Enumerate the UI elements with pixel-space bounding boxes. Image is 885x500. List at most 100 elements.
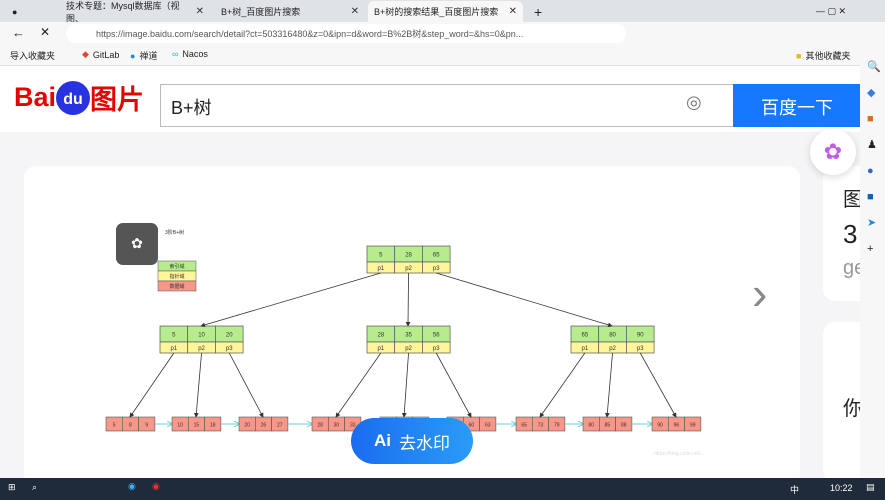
zentao-icon: ● [130, 50, 136, 61]
ai-brain-button[interactable]: ✿ [810, 129, 856, 175]
key-label: 65 [582, 333, 589, 339]
side-text: 图 [843, 189, 860, 211]
side-ai-card[interactable]: 你 [823, 322, 860, 478]
bookmark-import[interactable]: 导入收藏夹 [10, 49, 55, 62]
leaf-value: 65 [521, 423, 527, 429]
ptr-label: p2 [609, 346, 616, 352]
bookmark-label: 其他收藏夹 [805, 51, 851, 61]
key-label: 5 [379, 253, 383, 259]
leaf-cell [479, 416, 497, 432]
side-text: 3 [843, 219, 858, 249]
start-icon[interactable]: ⊞ [8, 482, 16, 492]
ptr-label: p1 [378, 266, 385, 272]
pointer-arrow [405, 272, 411, 327]
bookmark-label: GitLab [92, 49, 120, 60]
bookmark-label: Nacos [182, 49, 208, 59]
pointer-arrow [604, 352, 613, 418]
record-icon[interactable]: ◉ [152, 481, 160, 491]
leaf-value: 63 [485, 423, 491, 429]
diagram-title: 3阶B+树 [165, 229, 184, 236]
pointer-arrow [539, 352, 586, 418]
remove-watermark-button[interactable]: Ai 去水印 [351, 418, 473, 464]
bookmark-label: 禅道 [139, 51, 158, 61]
key-label: 10 [198, 333, 205, 339]
leaf-value: 80 [588, 423, 594, 429]
tab-bplus[interactable]: B+树_百度图片搜索✕ [215, 1, 365, 22]
sidebar-icons[interactable]: 🔍◆■♟●■➤+ [867, 61, 881, 255]
back-icon[interactable]: ← [12, 25, 25, 40]
tab-active[interactable]: B+树的搜索结果_百度图片搜索 ✕ [368, 1, 523, 22]
gitlab-icon: ◆ [82, 49, 89, 59]
leaf-value: 88 [621, 423, 627, 429]
pointer-arrow [200, 272, 381, 328]
ime-indicator[interactable]: 中 [790, 485, 800, 495]
brain-glyph: ✿ [131, 235, 143, 251]
button-label: 去水印 [399, 433, 450, 453]
search-icon[interactable]: ⌕ [32, 482, 38, 492]
close-icon[interactable]: ✕ [195, 6, 204, 17]
pointer-arrow [228, 352, 264, 418]
tab-mysql[interactable]: 技术专题：Mysql数据库（视图、✕ [60, 1, 210, 24]
address-bar-row: ← ✕ https://image.baidu.com/search/detai… [0, 22, 885, 44]
legend-label: 索引域 [169, 263, 184, 270]
bookmark-nacos[interactable]: ∞Nacos [172, 49, 208, 59]
legend-label: 指针域 [169, 273, 184, 280]
ai-icon: Ai [374, 431, 391, 450]
pointer-arrow [436, 272, 613, 328]
edge-icon[interactable]: ◉ [128, 481, 136, 491]
leaf-value: 18 [210, 423, 216, 429]
notification-icon[interactable]: ▤ [866, 482, 875, 492]
profile-icon[interactable]: ● [12, 6, 18, 17]
leaf-cell [684, 416, 702, 432]
url-input[interactable]: https://image.baidu.com/search/detail?ct… [66, 24, 626, 43]
ptr-label: p3 [433, 346, 440, 352]
pointer-arrow [401, 352, 409, 418]
leaf-cell [548, 416, 566, 432]
nacos-icon: ∞ [172, 49, 179, 59]
leaf-value: 79 [554, 423, 560, 429]
other-bookmarks[interactable]: ■其他收藏夹 [796, 49, 850, 62]
pointer-arrow [335, 352, 382, 418]
key-label: 65 [433, 253, 440, 259]
leaf-value: 26 [261, 423, 267, 429]
leaf-value: 90 [657, 423, 663, 429]
key-label: 80 [609, 333, 616, 339]
folder-icon: ■ [796, 50, 802, 61]
ptr-label: p3 [637, 346, 644, 352]
close-icon[interactable]: ✕ [350, 6, 359, 17]
tab-bar: ● 技术专题：Mysql数据库（视图、✕ B+树_百度图片搜索✕ B+树的搜索结… [0, 0, 885, 24]
clock[interactable]: 10:22 [830, 483, 853, 493]
close-icon[interactable]: ✕ [508, 6, 517, 17]
ptr-label: p2 [198, 346, 205, 352]
pointer-arrow [193, 352, 202, 418]
bookmark-zentao[interactable]: ●禅道 [130, 49, 157, 62]
ptr-label: p3 [226, 346, 233, 352]
new-tab-button[interactable]: + [534, 3, 543, 20]
leaf-value: 73 [538, 423, 544, 429]
leaf-value: 30 [334, 423, 340, 429]
pointer-arrow [435, 352, 472, 418]
ptr-label: p2 [405, 346, 412, 352]
key-label: 20 [226, 333, 233, 339]
bookmark-gitlab[interactable]: ◆GitLab [82, 49, 119, 60]
next-image-arrow[interactable]: › [752, 267, 768, 319]
brain-icon [116, 223, 158, 265]
pointer-arrow [129, 352, 175, 418]
leaf-value: 60 [469, 423, 475, 429]
window-controls[interactable]: — ▢ ✕ [816, 6, 847, 16]
leaf-value: 96 [674, 423, 680, 429]
tab-label: B+树的搜索结果_百度图片搜索 [374, 7, 499, 17]
stop-icon[interactable]: ✕ [40, 25, 51, 39]
search-button[interactable]: 百度一下 [733, 84, 860, 127]
leaf-value: 27 [277, 423, 283, 429]
leaf-value: 33 [350, 423, 356, 429]
pointer-arrow [639, 352, 677, 418]
search-input[interactable]: B+树 [160, 84, 734, 127]
camera-icon[interactable]: ◎ [686, 92, 702, 112]
key-label: 35 [405, 333, 412, 339]
key-label: 28 [378, 333, 385, 339]
